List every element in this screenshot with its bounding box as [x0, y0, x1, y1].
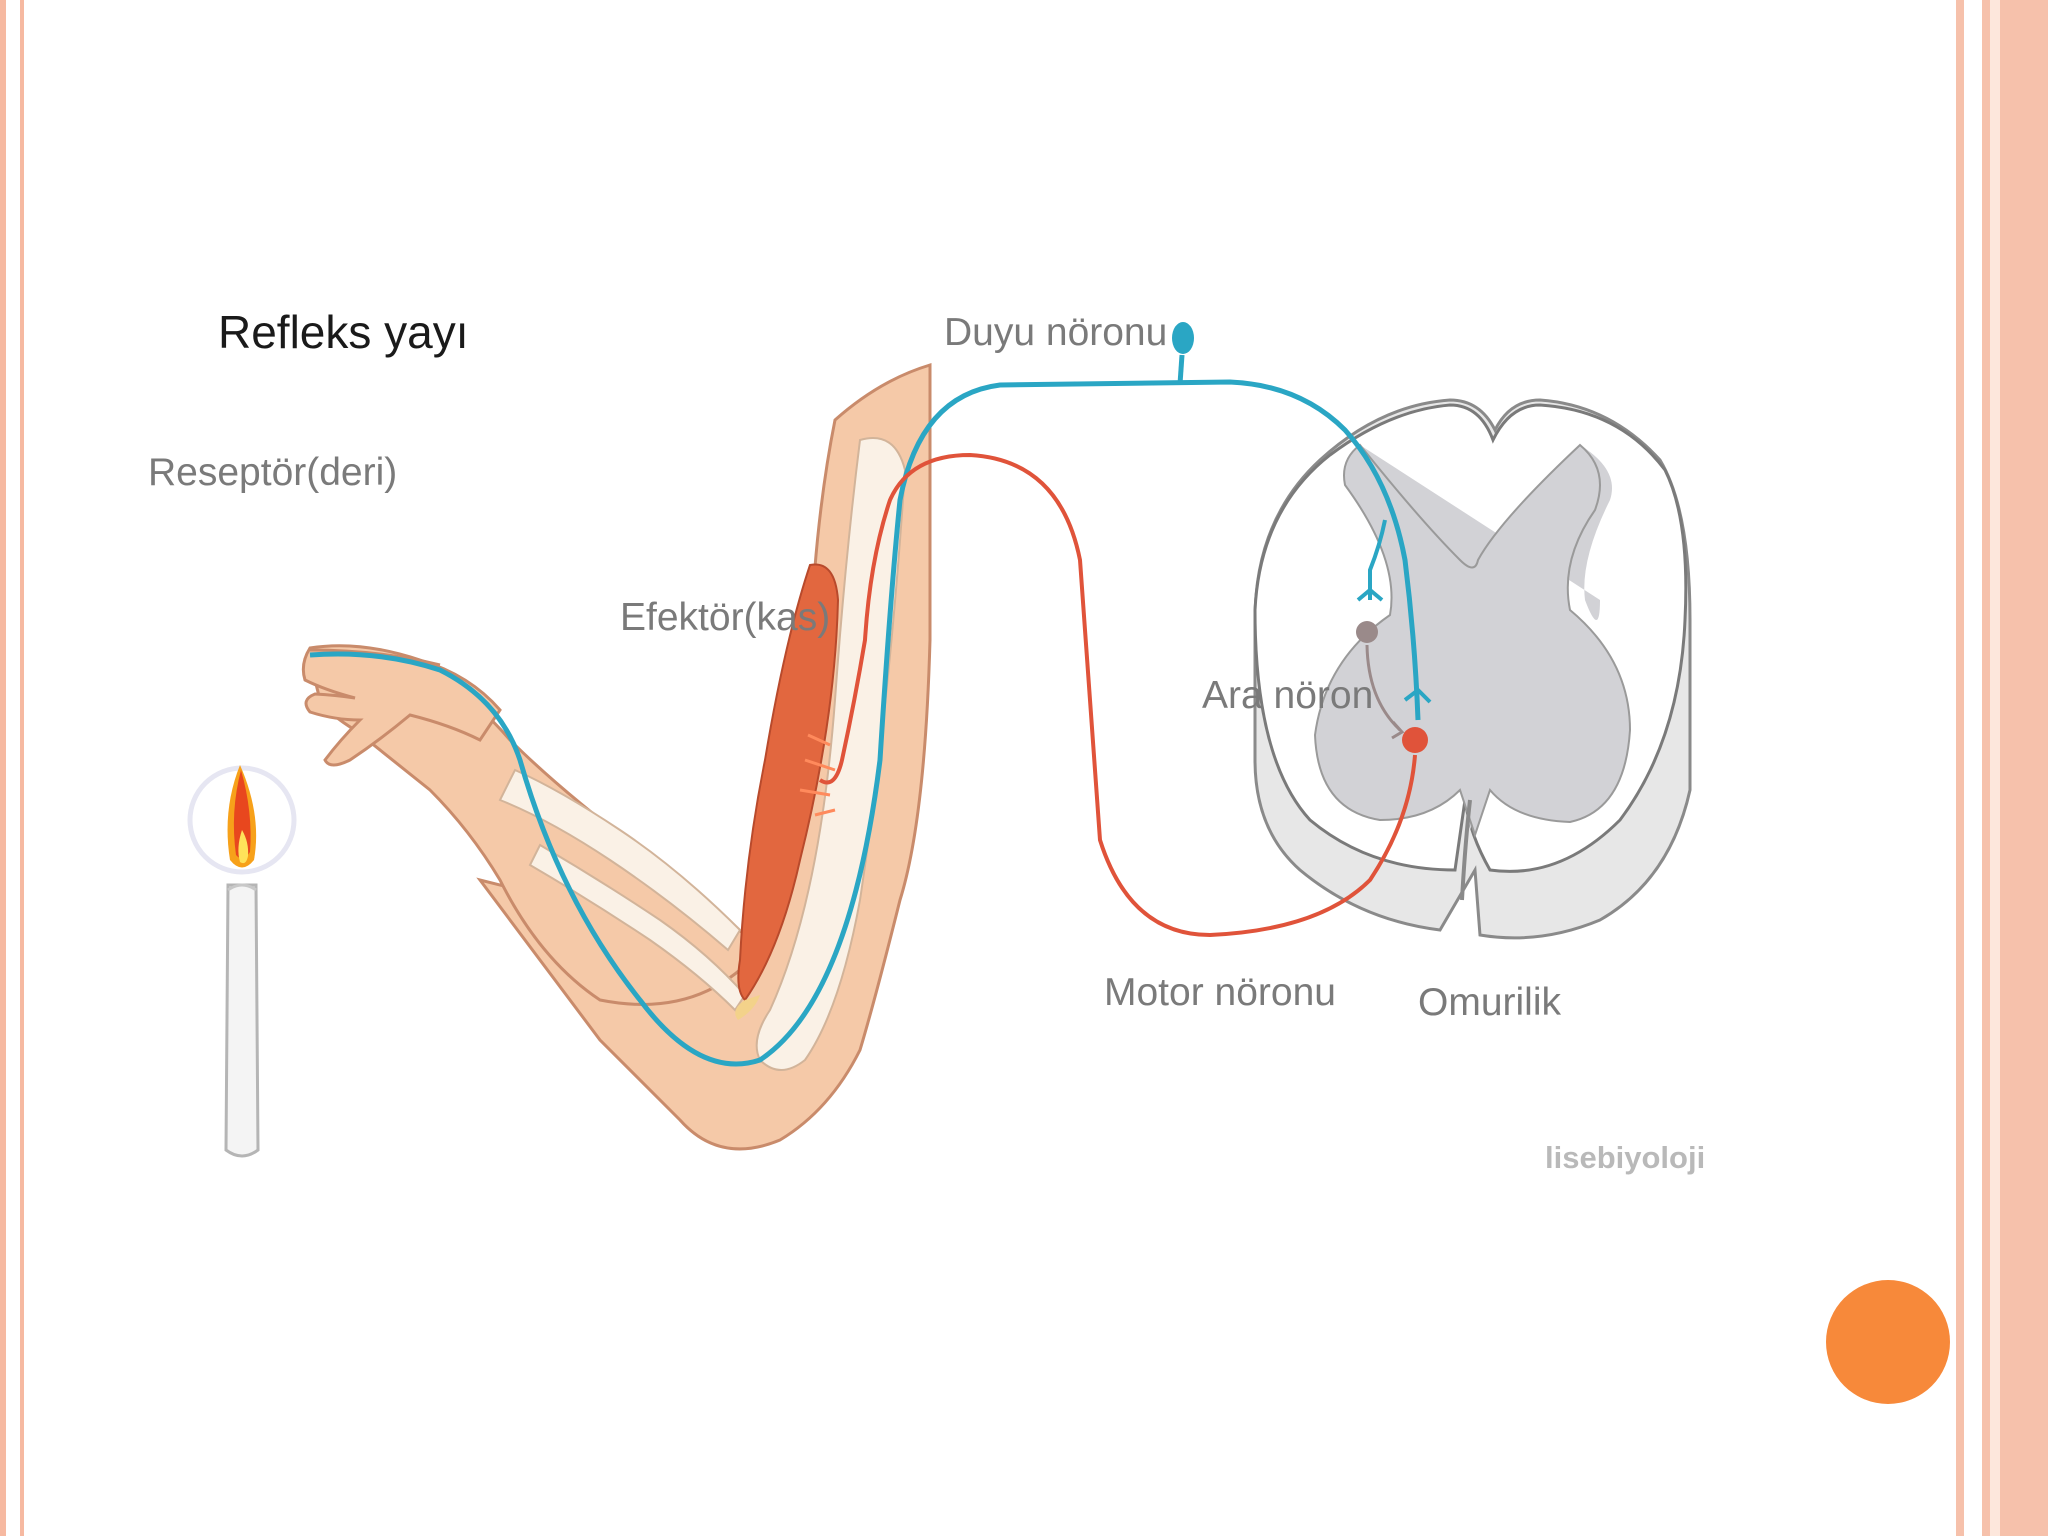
- diagram-title: Refleks yayı: [218, 306, 469, 358]
- slide-frame-left: [0, 0, 24, 1536]
- candle-icon: [187, 765, 297, 1158]
- slide-frame-right: [1956, 0, 2048, 1536]
- motor-neuron-path: [818, 452, 1428, 938]
- slide-accent-dot: [1826, 1280, 1950, 1404]
- image-credit: lisebiyoloji: [1545, 1140, 1705, 1175]
- spinal-cord-cross-section: [1253, 398, 1692, 940]
- label-spinal-cord: Omurilik: [1418, 981, 1561, 1024]
- label-sensory-neuron: Duyu nöronu: [944, 311, 1167, 354]
- label-receptor: Reseptör(deri): [148, 451, 397, 494]
- sensory-neuron-path: [309, 322, 1432, 1067]
- label-interneuron: Ara nöron: [1202, 674, 1373, 717]
- label-effector: Efektör(kas): [620, 596, 830, 639]
- interneuron: [1356, 621, 1405, 740]
- arm-illustration: [301, 362, 932, 1151]
- label-motor-neuron: Motor nöronu: [1104, 971, 1336, 1014]
- flame-icon: [227, 765, 257, 868]
